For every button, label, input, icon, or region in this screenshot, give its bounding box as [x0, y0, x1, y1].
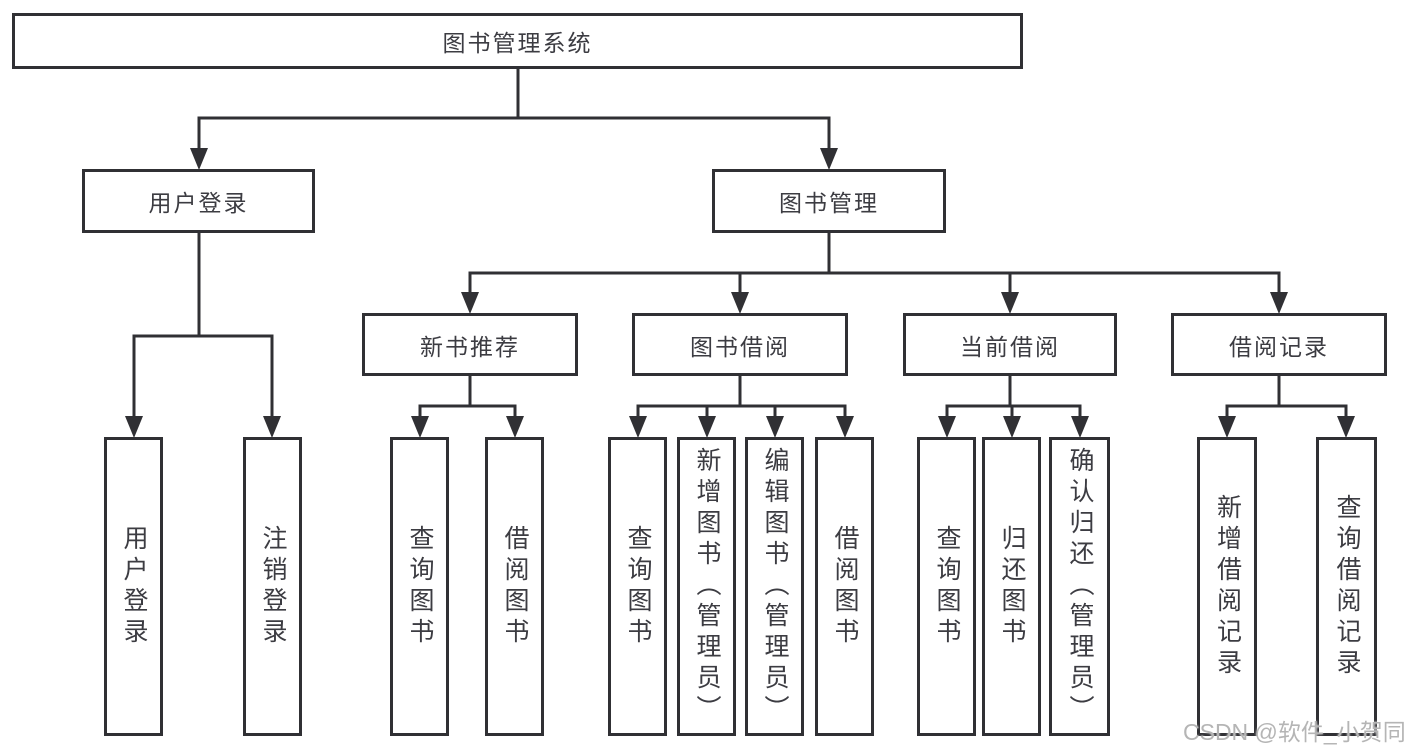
leaf-borrow-books-recommend: 借阅图书 — [485, 437, 544, 736]
leaf-query-books-borrow: 查询图书 — [608, 437, 667, 736]
node-borrowing-records: 借阅记录 — [1171, 313, 1387, 376]
node-current-borrowing: 当前借阅 — [903, 313, 1117, 376]
leaf-edit-book-admin-label: 编辑图书（管理员） — [761, 447, 789, 726]
node-book-borrowing-label: 图书借阅 — [690, 333, 790, 360]
leaf-query-books-borrow-label: 查询图书 — [624, 524, 652, 649]
leaf-borrow-books: 借阅图书 — [815, 437, 874, 736]
leaf-return-book-label: 归还图书 — [998, 524, 1026, 649]
node-book-management: 图书管理 — [712, 169, 946, 233]
leaf-borrow-books-label: 借阅图书 — [831, 524, 859, 649]
node-user-login-label: 用户登录 — [148, 190, 249, 216]
leaf-add-book-admin-label: 新增图书（管理员） — [693, 447, 721, 726]
leaf-query-books-recommend-label: 查询图书 — [406, 524, 434, 649]
node-current-borrowing-label: 当前借阅 — [960, 333, 1060, 360]
node-new-book-recommend-label: 新书推荐 — [420, 333, 520, 360]
leaf-confirm-return-admin-label: 确认归还（管理员） — [1066, 447, 1094, 726]
leaf-query-books-current-label: 查询图书 — [933, 524, 961, 649]
arrowhead-icons — [125, 148, 1355, 438]
node-user-login: 用户登录 — [82, 169, 315, 233]
leaf-add-borrow-record: 新增借阅记录 — [1197, 437, 1257, 736]
node-book-borrowing: 图书借阅 — [632, 313, 848, 376]
watermark: CSDN @软件_小贺同学 — [1183, 719, 1405, 745]
leaf-add-borrow-record-label: 新增借阅记录 — [1213, 493, 1242, 680]
leaf-edit-book-admin: 编辑图书（管理员） — [745, 437, 804, 736]
leaf-confirm-return-admin: 确认归还（管理员） — [1049, 437, 1110, 736]
leaf-logout: 注销登录 — [243, 437, 302, 736]
leaf-logout-label: 注销登录 — [259, 524, 287, 649]
node-borrowing-records-label: 借阅记录 — [1229, 333, 1329, 360]
node-root-label: 图书管理系统 — [442, 30, 593, 56]
node-book-management-label: 图书管理 — [779, 190, 879, 216]
node-new-book-recommend: 新书推荐 — [362, 313, 578, 376]
leaf-query-books-recommend: 查询图书 — [390, 437, 449, 736]
leaf-query-borrow-record: 查询借阅记录 — [1316, 437, 1377, 736]
leaf-query-books-current: 查询图书 — [917, 437, 976, 736]
leaf-user-login-label: 用户登录 — [120, 524, 148, 649]
leaf-return-book: 归还图书 — [982, 437, 1041, 736]
leaf-query-borrow-record-label: 查询借阅记录 — [1333, 493, 1361, 680]
leaf-user-login: 用户登录 — [104, 437, 163, 736]
leaf-add-book-admin: 新增图书（管理员） — [677, 437, 736, 736]
leaf-borrow-books-recommend-label: 借阅图书 — [501, 524, 529, 649]
node-root: 图书管理系统 — [12, 13, 1023, 69]
